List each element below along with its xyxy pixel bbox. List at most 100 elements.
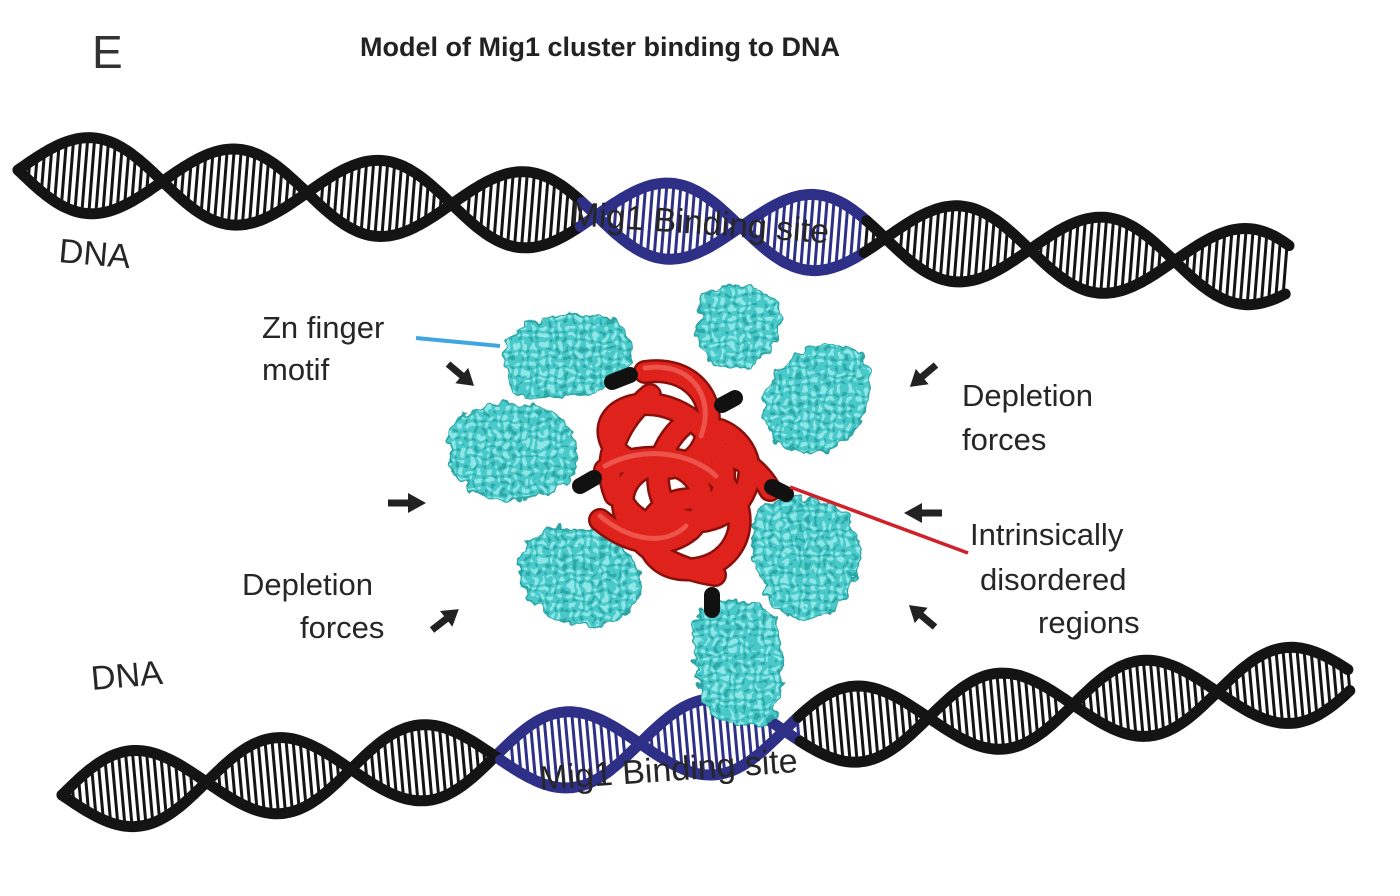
base-pair-rung [995, 223, 1003, 271]
base-pair-rung [1163, 662, 1173, 730]
base-pair-rung [821, 696, 831, 757]
base-pair-rung [688, 703, 699, 774]
base-pair-rung [1260, 654, 1270, 721]
base-pair-rung [1185, 672, 1192, 717]
base-pair-rung [968, 682, 977, 745]
base-pair-rung [255, 156, 264, 222]
linker-top-left [604, 367, 638, 390]
base-pair-rung [841, 206, 850, 265]
base-pair-rung [1031, 680, 1040, 737]
base-pair-rung [632, 189, 640, 248]
base-pair-rung [842, 687, 852, 763]
base-pair-rung [1274, 239, 1282, 299]
base-pair-rung [248, 153, 257, 224]
binding-site-backbone [576, 188, 873, 265]
dna-label-bottom: DNA [89, 654, 164, 698]
figure-title: Model of Mig1 cluster binding to DNA [360, 32, 840, 62]
base-pair-rung [416, 177, 424, 226]
base-pair-rung [352, 163, 362, 231]
depletion-left-label-line2: forces [300, 610, 384, 645]
base-pair-rung [529, 725, 538, 781]
base-pair-rung [199, 155, 208, 215]
base-pair-rung [765, 207, 772, 251]
base-pair-rung [808, 706, 816, 750]
dna-backbone [56, 719, 504, 820]
base-pair-rung [815, 701, 823, 754]
base-pair-rung [625, 193, 633, 244]
base-pair-rung [709, 202, 717, 247]
base-pair-rung [313, 746, 321, 798]
base-pair-rung [961, 686, 970, 742]
base-pair-rung [799, 194, 808, 269]
base-pair-rung [541, 177, 550, 246]
base-pair-rung [1120, 223, 1129, 291]
base-pair-rung [382, 739, 391, 793]
base-pair-rung [1238, 228, 1248, 305]
zn-finger-domain-2 [697, 285, 782, 371]
base-pair-rung [535, 720, 545, 784]
base-pair-rung [159, 755, 168, 817]
base-pair-rung [981, 676, 991, 749]
base-pair-rung [849, 686, 859, 763]
idr-leader-line [789, 485, 969, 555]
force-arrow-mid-right [904, 503, 942, 523]
base-pair-rung [117, 753, 127, 827]
base-pair-rung [380, 161, 390, 237]
base-pair-rung [806, 194, 815, 271]
base-pair-rung [320, 750, 328, 793]
depletion-left-label-line1: Depletion [242, 567, 373, 602]
base-pair-rung [1274, 649, 1284, 724]
base-pair-rung [103, 758, 113, 823]
base-pair-rung [849, 210, 856, 261]
idr-label-line1: Intrinsically [970, 517, 1124, 552]
base-pair-rung [1170, 665, 1179, 727]
base-pair-rung [137, 750, 148, 826]
zn-finger-domains [447, 285, 872, 726]
base-pair-rung [549, 714, 559, 788]
base-pair-rung [702, 197, 710, 251]
base-pair-rung [291, 738, 301, 810]
base-pair-rung [1155, 661, 1166, 733]
binding-site-backbone [494, 706, 804, 781]
zn-finger-domain-4 [447, 402, 578, 501]
base-pair-rung [938, 206, 948, 279]
base-pair-rung [416, 724, 427, 801]
base-pair-rung [563, 711, 573, 788]
base-pair-rung [911, 217, 919, 264]
base-pair-rung [1211, 234, 1220, 294]
base-pair-rung [556, 712, 566, 789]
base-pair-rung [226, 148, 236, 225]
base-pair-rung [394, 165, 403, 235]
base-pair-rung [534, 174, 543, 248]
base-pair-rung [389, 734, 398, 796]
base-pair-rung [1002, 672, 1013, 749]
base-pair-rung [332, 172, 340, 218]
base-pair-rung [110, 755, 120, 825]
base-pair-rung [1267, 235, 1276, 302]
base-pair-rung [1071, 221, 1080, 286]
base-pair-rung [820, 196, 829, 271]
base-pair-rung [123, 751, 134, 827]
base-pair-rung [785, 197, 794, 264]
panel-letter: E [92, 26, 123, 78]
base-pair-rung [479, 182, 486, 231]
base-pair-rung [339, 168, 347, 223]
base-pair-rung [520, 171, 529, 248]
base-pair-rung [577, 712, 587, 785]
dna-backbone [56, 732, 504, 833]
base-pair-rung [376, 744, 384, 790]
base-pair-rung [1148, 660, 1159, 735]
base-pair-rung [445, 728, 454, 793]
base-pair-rung [192, 158, 200, 210]
base-pair-rung [555, 185, 563, 240]
dna-backbone [12, 143, 587, 243]
base-pair-rung [94, 138, 104, 214]
zn-finger-domain-5 [752, 497, 860, 620]
base-pair-rung [249, 745, 259, 811]
force-arrow-bottom-right [908, 605, 938, 630]
zn-finger-leader-line [415, 336, 501, 348]
base-pair-rung [835, 689, 845, 762]
base-pair-rung [305, 743, 315, 803]
base-pair-rung [778, 200, 787, 261]
base-pair-rung [298, 740, 308, 807]
